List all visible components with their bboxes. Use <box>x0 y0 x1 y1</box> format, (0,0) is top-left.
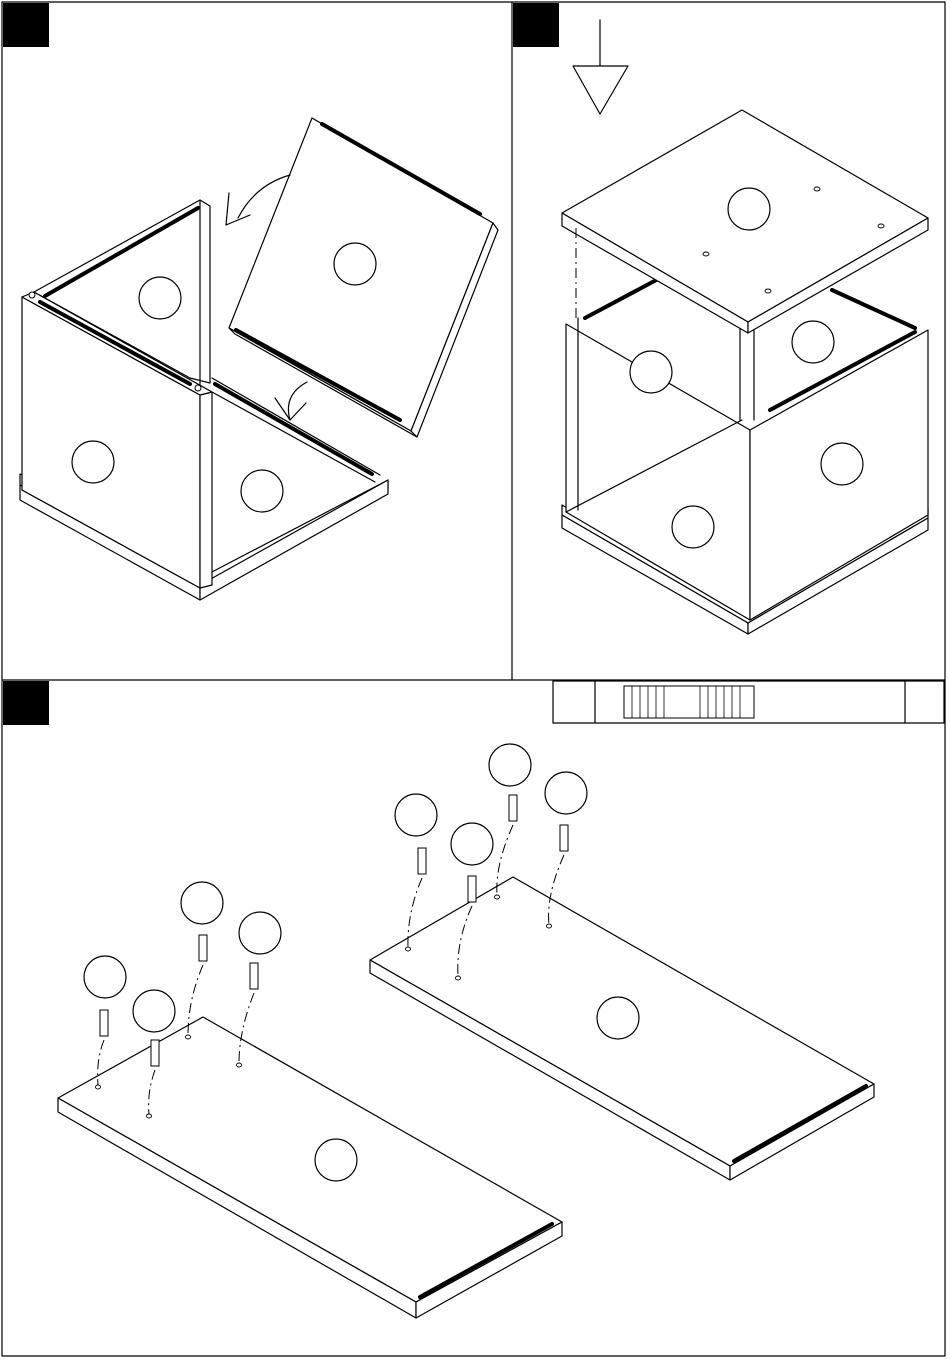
step-3-panel <box>3 681 944 1318</box>
step-2-down-arrow <box>573 20 628 114</box>
step-2-panel <box>513 3 928 634</box>
step-3-callout-2 <box>133 990 175 1032</box>
step-2-callout-3 <box>630 351 672 393</box>
step-3-callout-3 <box>181 882 223 924</box>
step-2-callout-5 <box>672 506 714 548</box>
step-1-callout-4 <box>241 470 283 512</box>
step-1-panel <box>3 3 498 600</box>
step-1-callout-1 <box>139 277 181 319</box>
step-3-callout-10 <box>597 997 639 1039</box>
step-3-callout-1 <box>84 956 126 998</box>
step-3-callout-4 <box>239 912 281 954</box>
step-3-left-board <box>58 1017 562 1318</box>
step-2-callout-2 <box>792 321 834 363</box>
step-3-callout-5 <box>395 794 437 836</box>
step-3-callout-6 <box>451 823 493 865</box>
step-2-badge <box>513 3 559 47</box>
step-3-badge <box>3 681 49 725</box>
step-3-callout-9 <box>315 1139 357 1181</box>
dowel-icon <box>624 686 754 718</box>
step-2-callout-4 <box>821 443 863 485</box>
parts-box <box>553 681 944 723</box>
step-1-callout-3 <box>72 441 114 483</box>
step-1-callout-2 <box>334 243 376 285</box>
step-3-callout-8 <box>545 772 587 814</box>
step-1-badge <box>3 3 49 47</box>
step-2-callout-1 <box>728 188 770 230</box>
step-3-callout-7 <box>489 744 531 786</box>
